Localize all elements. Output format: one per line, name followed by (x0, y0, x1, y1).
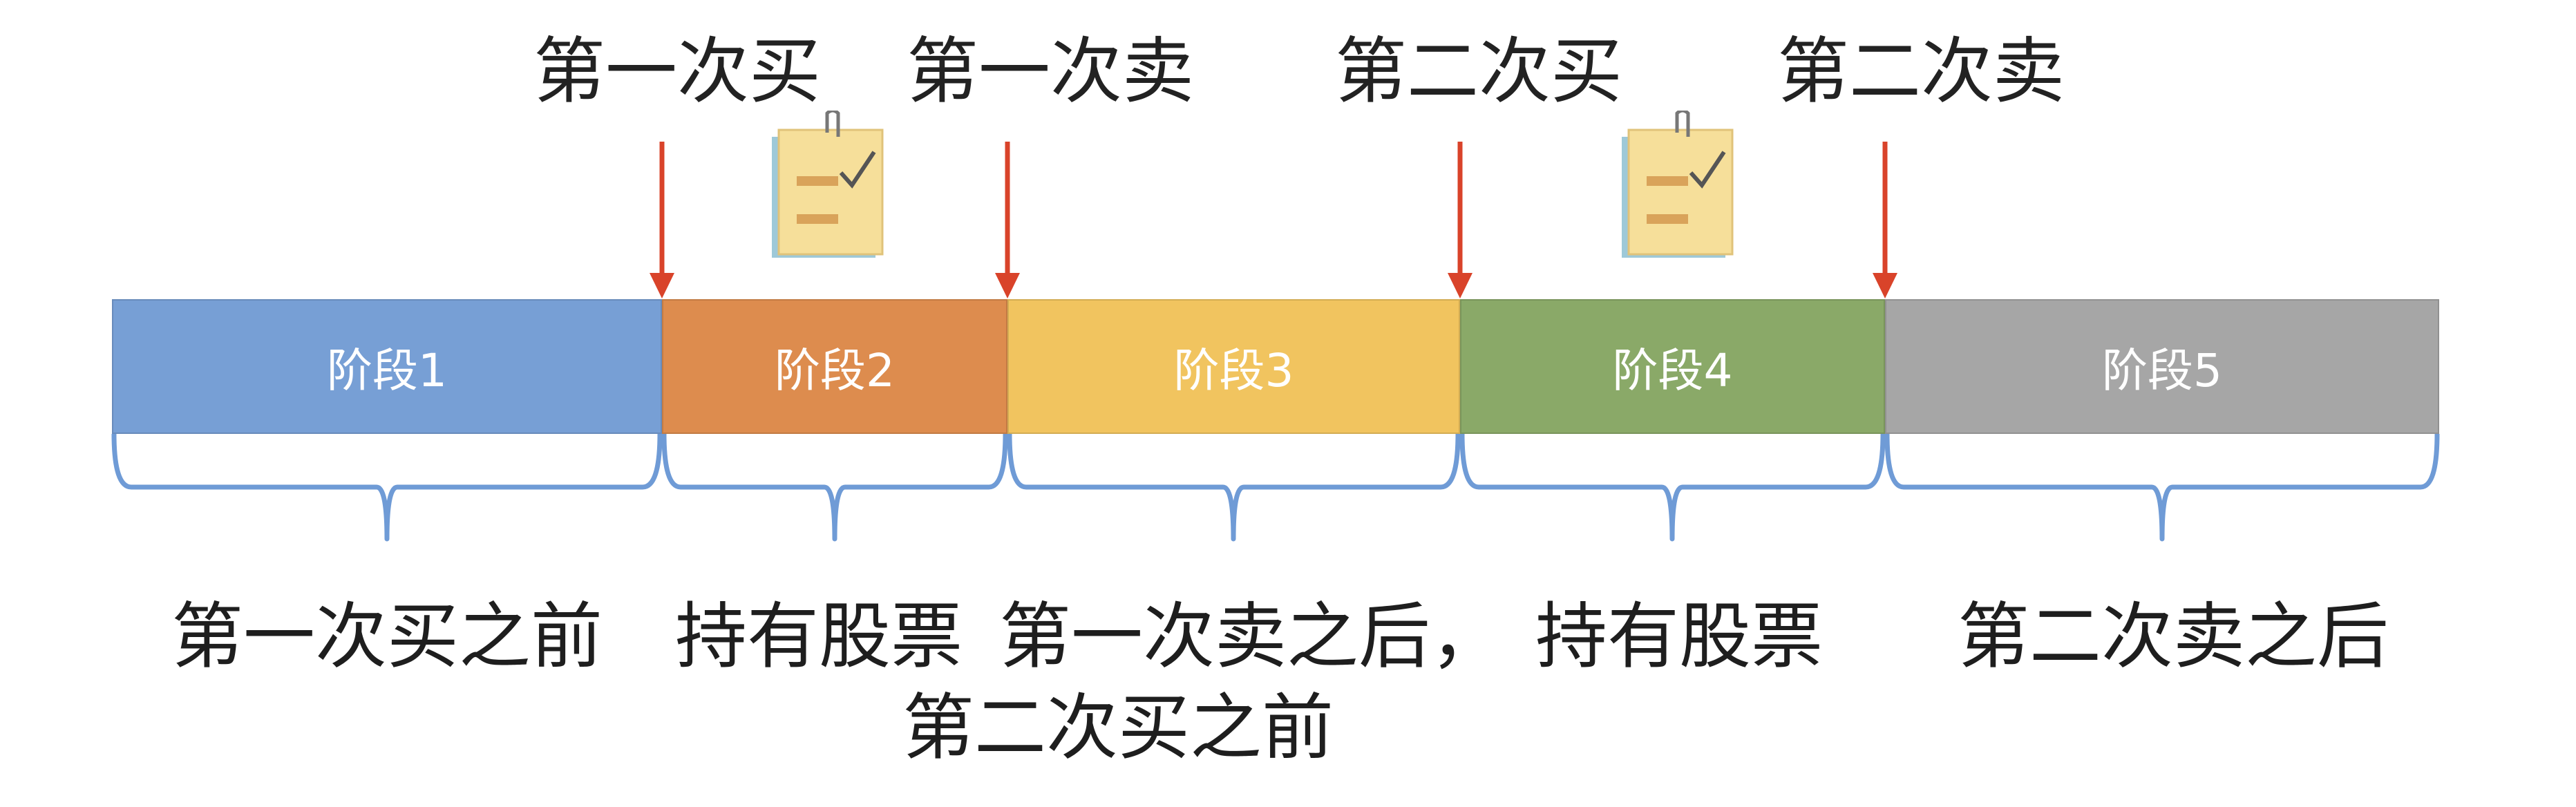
arrow-second-buy (1448, 142, 1472, 298)
event-label-second-sell: 第二次卖 (1777, 29, 2065, 113)
stage-3: 阶段3 (1007, 299, 1460, 434)
description-stage-3-line1: 第一次卖之后， (998, 594, 1503, 678)
stage-2: 阶段2 (662, 299, 1007, 434)
description-stage-5-line1: 第二次卖之后 (1957, 594, 2389, 678)
brace-stage-4 (1459, 433, 1886, 542)
description-stage-1: 第一次买之前 (171, 591, 603, 682)
brace-stage-5 (1884, 433, 2440, 542)
stage-5: 阶段5 (1885, 299, 2439, 434)
stage-1: 阶段1 (112, 299, 662, 434)
description-stage-4: 持有股票 (1535, 591, 1823, 682)
clipboard-checklist-icon (772, 111, 884, 258)
stage-4: 阶段4 (1460, 299, 1885, 434)
description-stage-5: 第二次卖之后 (1958, 591, 2389, 682)
event-label-first-buy: 第一次买 (533, 29, 822, 113)
arrow-first-sell (995, 142, 1020, 298)
stage-2-label: 阶段2 (775, 343, 895, 397)
stage-5-label: 阶段5 (2102, 343, 2222, 397)
description-stage-2: 持有股票 (675, 591, 963, 682)
event-label-first-sell: 第一次卖 (906, 29, 1195, 113)
clipboard-checklist-icon (1622, 111, 1734, 258)
description-stage-2-line1: 持有股票 (674, 594, 963, 678)
arrow-second-sell (1873, 142, 1897, 298)
description-stage-3: 第一次卖之后， 第二次买之前 (902, 591, 1503, 773)
stage-4-label: 阶段4 (1612, 343, 1733, 397)
brace-stage-2 (661, 433, 1008, 542)
stage-1-label: 阶段1 (327, 343, 447, 397)
event-label-second-buy: 第二次买 (1334, 29, 1623, 113)
description-stage-4-line1: 持有股票 (1535, 594, 1824, 678)
description-stage-3-line2: 第二次买之前 (902, 685, 1334, 770)
description-stage-1-line1: 第一次买之前 (171, 594, 603, 678)
brace-stage-3 (1007, 433, 1461, 542)
stage-3-label: 阶段3 (1173, 343, 1294, 397)
arrow-first-buy (650, 142, 674, 298)
brace-stage-1 (111, 433, 663, 542)
